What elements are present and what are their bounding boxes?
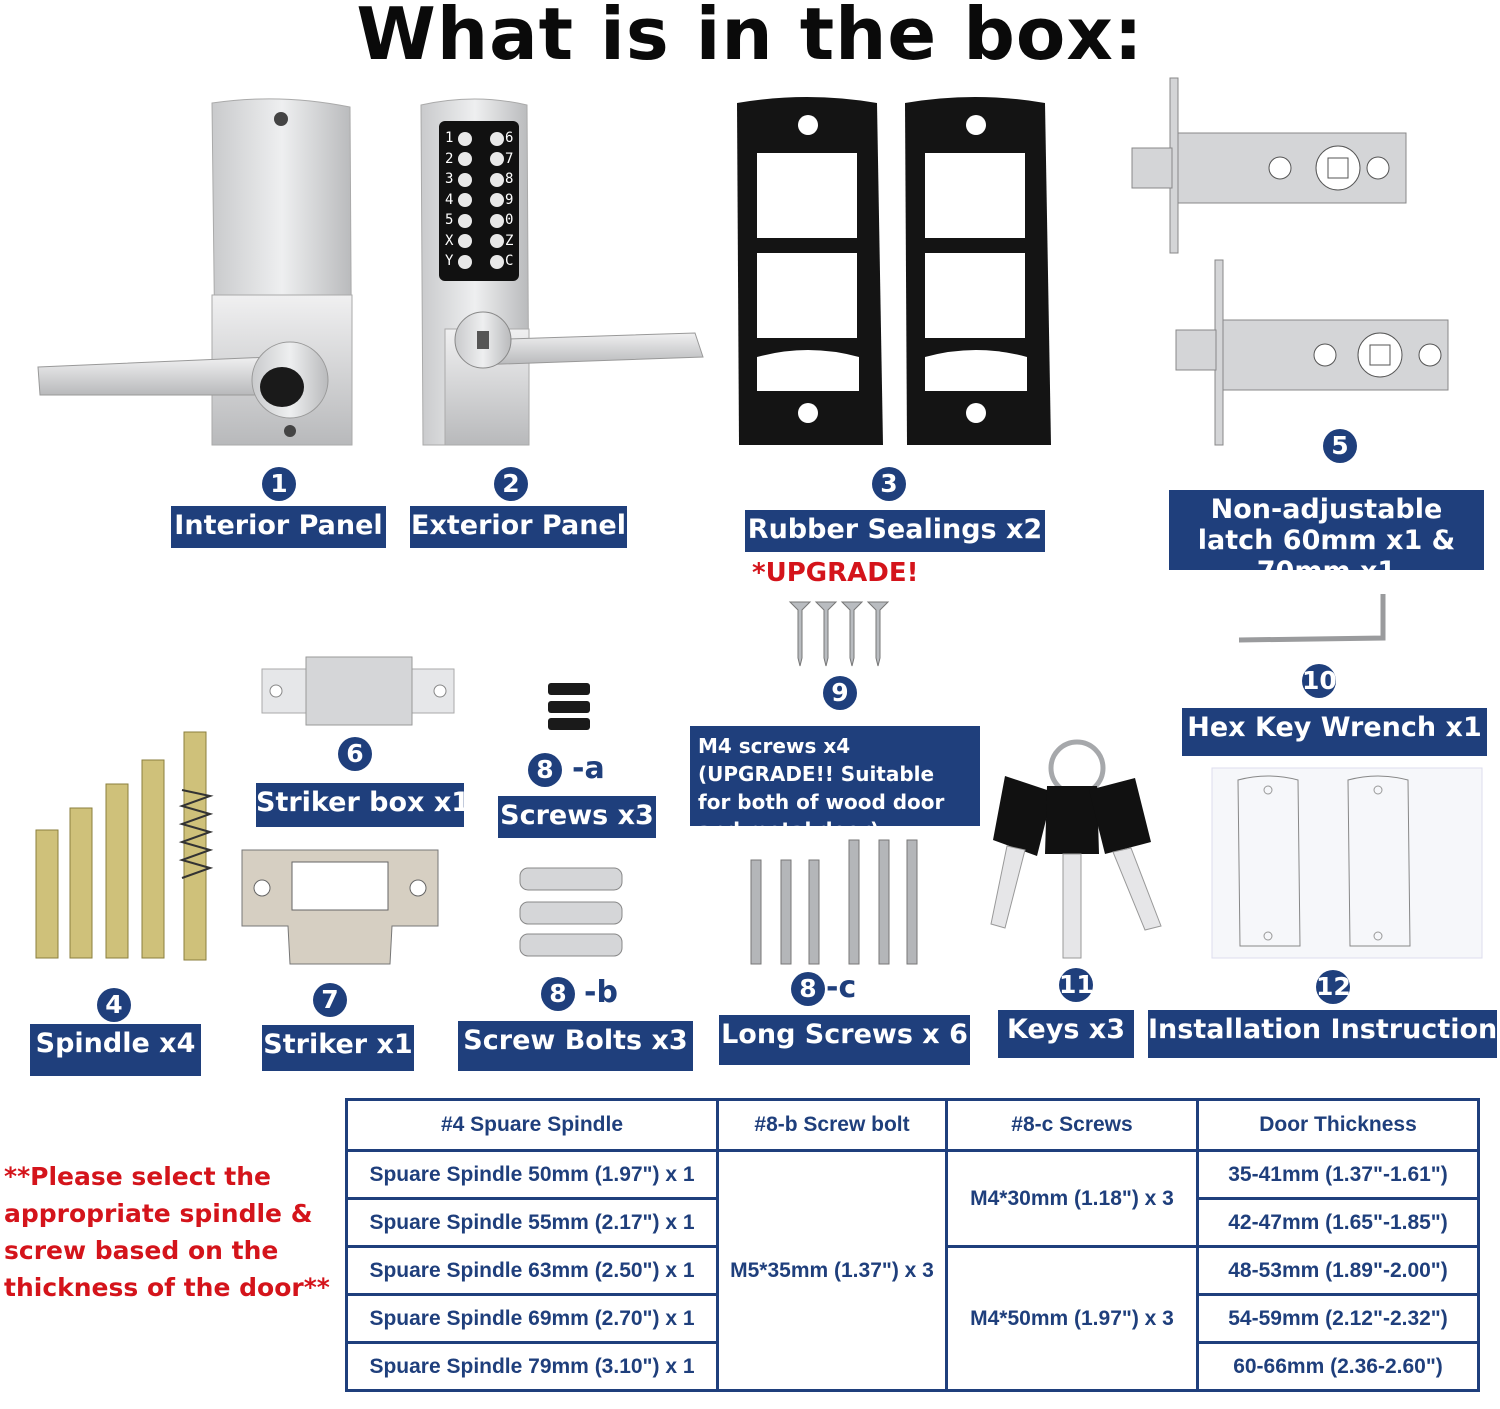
item-number-suffix: -b	[584, 975, 618, 1010]
item-number-badge: 11	[1059, 968, 1094, 1002]
item-number-badge: 1	[262, 467, 296, 501]
item-number-suffix: -c	[826, 970, 857, 1005]
table-cell-thickness: 35-41mm (1.37"-1.61")	[1196, 1149, 1480, 1200]
table-row: Spuare Spindle 55mm (2.17") x 1 42-47mm …	[345, 1197, 1480, 1248]
keypad-key: 7	[505, 150, 514, 167]
item-number-badge: 7	[313, 983, 347, 1017]
keypad-right-column: 6 7 8 9 0 Z C	[505, 128, 519, 272]
keypad-key: 5	[445, 212, 454, 228]
item-number-badge: 10	[1302, 664, 1337, 698]
page-title: What is in the box:	[356, 0, 1144, 76]
item-number-badge: 5	[1323, 429, 1357, 463]
table-cell-spindle: Spuare Spindle 69mm (2.70") x 1	[345, 1293, 719, 1344]
table-row: Spuare Spindle 50mm (1.97") x 1 M5*35mm …	[345, 1149, 1480, 1392]
long-screws-image	[750, 839, 918, 965]
item-label-interior-panel: Interior Panel	[171, 506, 386, 548]
table-cell-screw-bolt: M5*35mm (1.37") x 3	[716, 1149, 948, 1392]
table-cell-thickness: 42-47mm (1.65"-1.85")	[1196, 1197, 1480, 1248]
spindles-image	[35, 731, 214, 961]
latch-image	[1131, 77, 1449, 446]
item-number-badge: 8	[791, 972, 825, 1006]
item-label-installation-instruction: Installation Instruction	[1148, 1010, 1497, 1058]
table-row: Spuare Spindle 79mm (3.10") x 1 60-66mm …	[345, 1341, 1480, 1392]
item-label-m4-screws: M4 screws x4 (UPGRADE!! Suitable for bot…	[690, 726, 980, 826]
item-number-badge: 12	[1316, 970, 1351, 1004]
keys-image	[990, 739, 1162, 959]
keypad-key: 3	[445, 171, 454, 187]
item-number-badge: 8	[541, 977, 575, 1011]
striker-plate-image	[241, 849, 439, 965]
item-number-suffix: -a	[572, 751, 605, 786]
keypad-key: 1	[445, 130, 454, 146]
keypad-key: 4	[445, 191, 454, 208]
table-cell-thickness: 48-53mm (1.89"-2.00")	[1196, 1245, 1480, 1296]
striker-box-image	[261, 656, 455, 726]
keypad-key: 0	[505, 212, 514, 228]
table-header: #4 Spuare Spindle	[345, 1098, 719, 1152]
table-cell-screws: M4*30mm (1.18") x 3	[945, 1149, 1199, 1248]
keypad-key: Y	[445, 253, 454, 269]
table-header: #8-b Screw bolt	[716, 1098, 948, 1152]
upgrade-badge: *UPGRADE!	[752, 558, 919, 588]
item-number-badge: 4	[97, 988, 131, 1022]
table-cell-thickness: 60-66mm (2.36-2.60")	[1196, 1341, 1480, 1392]
selection-note: **Please select the appropriate spindle …	[4, 1162, 330, 1302]
item-label-screws: Screws x3	[498, 796, 656, 838]
table-cell-spindle: Spuare Spindle 79mm (3.10") x 1	[345, 1341, 719, 1392]
set-screws-image	[548, 683, 590, 730]
item-label-hex-key: Hex Key Wrench x1	[1182, 708, 1487, 756]
keypad-left-column: 1 2 3 4 5 X Y	[445, 128, 459, 272]
table-row: Spuare Spindle 69mm (2.70") x 1 54-59mm …	[345, 1293, 1480, 1344]
keypad-key: X	[445, 232, 454, 249]
keypad-key: 6	[505, 130, 514, 146]
keypad-key: 2	[445, 150, 454, 167]
installation-template-image	[1211, 767, 1483, 959]
spindle-screw-table: #4 Spuare Spindle #8-b Screw bolt #8-c S…	[345, 1098, 1480, 1392]
m4-screws-image	[788, 601, 890, 667]
keypad-key: 9	[505, 191, 514, 208]
item-number-badge: 3	[872, 467, 906, 501]
item-label-latch: Non-adjustable latch 60mm x1 & 70mm x1	[1169, 490, 1484, 570]
item-number-badge: 9	[823, 676, 857, 710]
keypad-buttons	[458, 132, 504, 269]
keypad-key: C	[505, 253, 514, 269]
item-label-long-screws: Long Screws x 6	[719, 1015, 970, 1065]
keypad-key: Z	[505, 232, 514, 249]
item-label-striker: Striker x1	[262, 1025, 414, 1071]
item-label-rubber-sealings: Rubber Sealings x2	[745, 510, 1045, 552]
table-header: Door Thickness	[1196, 1098, 1480, 1152]
item-label-exterior-panel: Exterior Panel	[410, 506, 627, 548]
table-cell-thickness: 54-59mm (2.12"-2.32")	[1196, 1293, 1480, 1344]
table-row: Spuare Spindle 63mm (2.50") x 1 M4*50mm …	[345, 1245, 1480, 1392]
item-label-screw-bolts: Screw Bolts x3	[458, 1021, 693, 1071]
item-label-spindle: Spindle x4	[30, 1024, 201, 1076]
hex-key-image	[1238, 594, 1386, 643]
keypad-key: 8	[505, 171, 514, 187]
rubber-sealings-image	[737, 97, 1051, 445]
table-cell-spindle: Spuare Spindle 55mm (2.17") x 1	[345, 1197, 719, 1248]
table-cell-screws: M4*50mm (1.97") x 3	[945, 1245, 1199, 1392]
item-label-striker-box: Striker box x1	[256, 783, 464, 827]
table-cell-spindle: Spuare Spindle 63mm (2.50") x 1	[345, 1245, 719, 1296]
interior-panel-image	[37, 98, 353, 446]
item-label-keys: Keys x3	[998, 1010, 1134, 1058]
item-number-badge: 8	[528, 753, 562, 787]
screw-bolts-image	[519, 867, 623, 957]
item-number-badge: 2	[494, 467, 528, 501]
table-cell-spindle: Spuare Spindle 50mm (1.97") x 1	[345, 1149, 719, 1200]
table-header-row: #4 Spuare Spindle #8-b Screw bolt #8-c S…	[345, 1098, 1480, 1152]
item-number-badge: 6	[338, 737, 372, 771]
table-header: #8-c Screws	[945, 1098, 1199, 1152]
